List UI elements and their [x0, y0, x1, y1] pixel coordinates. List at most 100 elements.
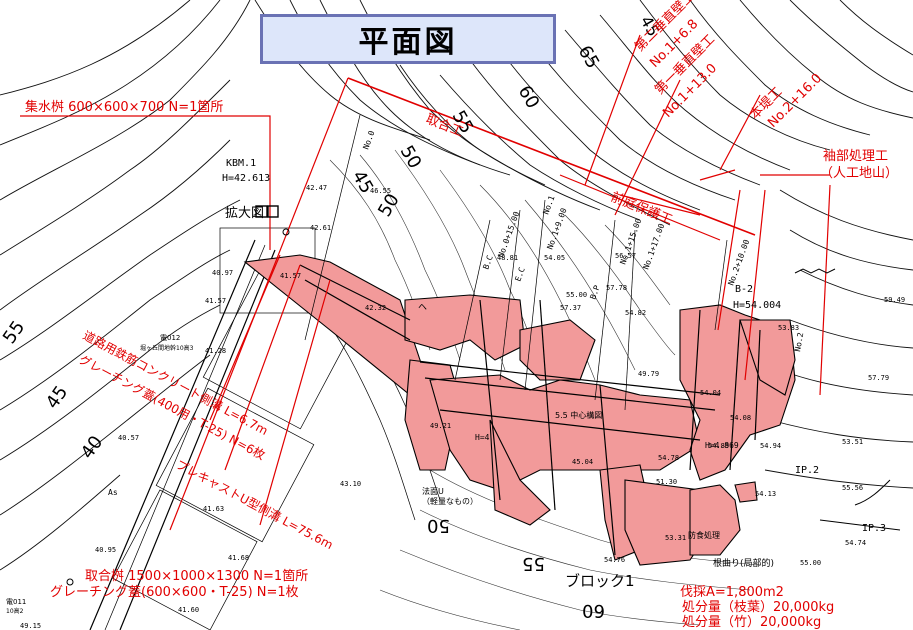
structure-footprint	[243, 254, 796, 566]
asphalt-label: As	[108, 488, 118, 497]
elev: 49.21	[430, 422, 451, 430]
elev: 54.08	[730, 414, 751, 422]
utility-pole-2: 電011	[6, 598, 26, 606]
bc-label: B.C	[481, 254, 494, 271]
wing-treatment-note: 袖部処理工	[823, 149, 888, 164]
kbm-height: H=42.613	[222, 173, 270, 184]
junction-basin-note: 取合桝 1500×1000×1300 N=1箇所	[85, 568, 308, 584]
station-label: No.1	[541, 194, 556, 215]
elev: 42.32	[365, 304, 386, 312]
benchmark-marker	[282, 228, 290, 236]
utility-pole-2-sub: 10高2	[6, 607, 24, 615]
slope-sub-label: （軽量なもの）	[422, 497, 478, 506]
ip-curve	[854, 479, 891, 506]
elev: 49.15	[20, 622, 41, 630]
elev: 48.81	[497, 254, 518, 262]
corrosion-label: 防食処理	[688, 530, 720, 540]
elev: 46.55	[370, 187, 391, 195]
elev: 41.57	[205, 297, 226, 305]
elev: 53.31	[665, 534, 686, 542]
disposal-bamboo-note: 処分量（竹）20,000kg	[682, 615, 821, 630]
elev: 54.78	[658, 454, 679, 462]
grating-600-note: グレーチング蓋(600×600・T-25) N=1枚	[50, 585, 299, 600]
elev: 53.83	[778, 324, 799, 332]
slope-label: 法面U	[422, 486, 444, 496]
elev: 55.00	[800, 559, 821, 567]
root-bend-label: 根曲り(局部的)	[713, 557, 774, 569]
elev: 42.61	[310, 224, 331, 232]
elev: 54.76	[604, 556, 625, 564]
contour-label: 55	[0, 317, 29, 348]
bp-label: B.P	[588, 284, 601, 301]
elev: 59.49	[884, 296, 905, 304]
elev: 54.89	[708, 442, 729, 450]
block-label: ブロック1	[565, 572, 635, 590]
elev: 41.68	[228, 554, 249, 562]
elev: 53.51	[842, 438, 863, 446]
elev: 54.82	[625, 309, 646, 317]
disposal-branches-note: 処分量（枝葉）20,000kg	[682, 600, 834, 615]
ec-label: E.C	[513, 266, 526, 283]
height-label-1: H=4	[475, 433, 490, 442]
elev: 54.04	[700, 389, 721, 397]
elev: 41.57	[280, 272, 301, 280]
elev: 54.94	[760, 442, 781, 450]
elev: 57.37	[560, 304, 581, 312]
ip2-label: IP.2	[795, 465, 819, 476]
station-label: No.1+17.00	[641, 222, 666, 271]
elev: 42.47	[306, 184, 327, 192]
elev: 41.60	[178, 606, 199, 614]
elev: 56.57	[615, 252, 636, 260]
catch-basin-note: 集水桝 600×600×700 N=1箇所	[25, 99, 223, 115]
elev: 54.13	[755, 490, 776, 498]
artificial-ground-note: （人工地山）	[820, 166, 898, 181]
elev: 51.30	[656, 478, 677, 486]
b2-height: H=54.004	[733, 300, 781, 311]
elev: 45.04	[572, 458, 593, 466]
kakudai-label: 拡大図	[225, 206, 264, 221]
kbm-label: KBM.1	[226, 158, 256, 169]
elev: 55.56	[842, 484, 863, 492]
elev: 55.00	[566, 291, 587, 299]
contour-label: 60	[582, 600, 605, 621]
contour-label: 40	[77, 432, 107, 463]
building-2	[155, 387, 315, 543]
contour-label: 65	[574, 42, 604, 72]
station-label: No.2	[793, 332, 805, 353]
building-3	[112, 489, 258, 630]
pole-marker	[66, 578, 74, 586]
kakudai-marker	[255, 205, 268, 218]
elev: 57.78	[606, 284, 627, 292]
hedge-symbol	[794, 268, 836, 274]
b2-label: B-2	[735, 284, 753, 295]
station-label: No.2+10.00	[726, 238, 751, 287]
utility-pole-1-sub: 堀ヶ丘間地幹10高3	[140, 344, 194, 352]
elev: 54.05	[544, 254, 565, 262]
contour-label: 60	[514, 82, 544, 112]
ip-line	[819, 519, 901, 531]
elev: 41.28	[205, 347, 226, 355]
elev: 57.79	[868, 374, 889, 382]
height-label-2: H=4.869	[705, 441, 739, 450]
elev: 54.74	[845, 539, 866, 547]
kakudai-marker-2	[267, 205, 279, 218]
title-box: 平面図	[260, 14, 556, 64]
elevation-points: 42.47 46.55 42.61 41.57 40.97 42.32 41.5…	[20, 184, 905, 630]
page-title: 平面図	[358, 25, 458, 60]
contour-label: 45	[42, 382, 72, 413]
elev: 49.79	[638, 370, 659, 378]
center-label: 5.5 中心構図	[555, 410, 602, 420]
contour-label: 50	[396, 142, 426, 172]
station-label: No.0	[361, 129, 376, 150]
elev: 43.10	[340, 480, 361, 488]
ip3-label: IP.3	[862, 523, 886, 534]
elev: 40.97	[212, 269, 233, 277]
clearing-area-note: 伐採A=1,800m2	[680, 585, 784, 600]
contour-label: 55	[522, 553, 545, 574]
contour-label: 50	[427, 515, 450, 536]
elev: 40.95	[95, 546, 116, 554]
mark-ko: ヘ	[418, 303, 427, 313]
elev: 41.63	[203, 505, 224, 513]
